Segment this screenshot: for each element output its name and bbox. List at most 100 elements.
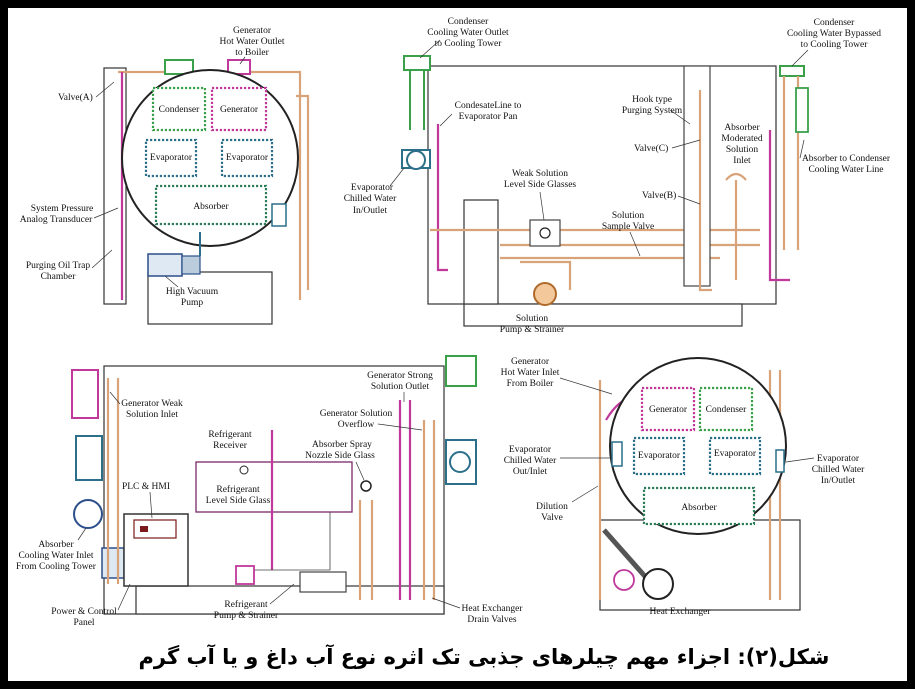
tr-left-leg [463, 199, 499, 305]
view-top-left: Condenser Generator Evaporator Evaporato… [20, 26, 310, 325]
bl-spray-1: Absorber Spray [312, 440, 372, 450]
br-evap-nozzle-right [775, 449, 785, 473]
tl-nozzle-right [271, 203, 287, 227]
tl-lead-gen [239, 56, 246, 65]
bl-gen-inlet-nozzle [71, 369, 99, 419]
tr-pipe-pump [520, 260, 572, 290]
tr-abs-mod-3: Solution [726, 145, 758, 155]
tl-lead-valve [95, 81, 115, 98]
br-evaporator-right-label: Evaporator [714, 449, 757, 459]
tr-lead-bypass [791, 49, 809, 67]
tr-bypass-2: Cooling Water Bypassed [787, 29, 881, 39]
bl-chilled-flange [449, 451, 471, 473]
bl-ref-glass-window [239, 465, 249, 475]
tr-evap-flange [406, 150, 426, 170]
tl-oil-1: Purging Oil Trap [26, 261, 90, 271]
bl-receiver-2: Receiver [213, 441, 248, 451]
tr-pipe-hook [698, 90, 712, 292]
bl-lead-weak [109, 391, 121, 405]
bl-refpump-1: Refrigerant [224, 599, 268, 610]
tl-evaporator-right-label: Evaporator [226, 153, 269, 163]
br-evaporator-left-box [632, 436, 686, 476]
tr-pipe-absorber-mod [725, 172, 747, 280]
tr-lead-abs-cond [799, 139, 805, 159]
tr-bypass-outlet [779, 65, 805, 77]
br-lead-gen-inlet [559, 377, 613, 395]
br-heat-exchanger [642, 568, 674, 600]
tr-solpump-1: Solution [516, 314, 548, 324]
tr-cond-out-2: Cooling Water Outlet [427, 28, 509, 38]
bl-overflow-1: Generator Solution [320, 409, 393, 419]
bl-refpump-2: Pump & Strainer [214, 611, 279, 621]
br-evap-right-1: Evaporator [817, 454, 860, 464]
tr-lead-weak [539, 191, 545, 221]
bl-refglass-1: Refrigerant [216, 484, 260, 495]
bl-ref-receiver [195, 461, 353, 513]
bl-plc-label: PLC & HMI [122, 482, 170, 492]
tr-hook-purge [683, 65, 711, 287]
tr-abs-cond-1: Absorber to Condenser [802, 154, 891, 164]
bl-gen-weak-2: Solution Inlet [126, 410, 178, 420]
tr-weak-2: Level Side Glasses [504, 180, 577, 190]
tl-condenser-label: Condenser [159, 105, 200, 115]
br-condenser-label: Condenser [706, 405, 747, 415]
tr-evap-2: Chilled Water [344, 194, 397, 204]
tr-weak-1: Weak Solution [512, 169, 568, 179]
tr-cond-header [795, 87, 809, 133]
tr-lead-cond-out [419, 39, 441, 59]
tl-condenser-nozzle [164, 59, 194, 75]
bl-hxdrain-2: Drain Valves [467, 615, 516, 625]
br-absorber-label: Absorber [681, 503, 717, 513]
tl-pressure-2: Analog Transducer [20, 215, 93, 225]
bl-pipe-ref-low [240, 512, 331, 571]
bl-ref-strainer [299, 571, 347, 593]
tr-sample-1: Solution [612, 211, 644, 221]
tr-abs-mod-1: Absorber [724, 123, 760, 133]
bl-overflow-2: Overflow [338, 419, 375, 430]
bl-lead-plc [149, 491, 153, 519]
br-evap-nozzle-left [611, 441, 623, 467]
bl-pipes-mid [358, 500, 374, 600]
tr-pipe-right [768, 130, 790, 282]
br-gen-inlet-3: From Boiler [507, 379, 555, 389]
bl-spray-2: Nozzle Side Glass [305, 451, 375, 461]
tr-condensate-1: CondesateLine to [455, 101, 522, 111]
tl-vacuum-motor [181, 255, 201, 275]
bl-hxdrain-1: Heat Exchanger [462, 604, 524, 614]
bl-plc-screen [140, 526, 148, 532]
br-lead-evap-right [785, 457, 815, 463]
bl-power-1: Power & Control [51, 607, 117, 617]
bl-gen-weak-1: Generator Weak [121, 399, 183, 409]
tr-lead-evap [389, 167, 405, 187]
tl-valve-a: Valve(A) [58, 92, 93, 103]
tr-bypass-1: Condenser [814, 18, 855, 28]
bl-pipes-left [106, 378, 120, 584]
br-dilution-2: Valve [541, 513, 563, 523]
bl-spray-glass [360, 480, 372, 492]
br-evap-out-1: Evaporator [509, 445, 552, 455]
tr-lead-condensate [439, 113, 453, 127]
bl-abs-inlet-2: Cooling Water Inlet [18, 551, 93, 561]
bl-ref-pump [235, 565, 255, 585]
bl-gen-strong-1: Generator Strong [367, 371, 433, 381]
br-evap-right-3: In/Outlet [821, 476, 856, 486]
view-bottom-left: Generator Weak Solution Inlet Generator … [16, 355, 524, 628]
tr-solpump-2: Pump & Strainer [500, 325, 565, 335]
bl-abs-inlet-1: Absorber [38, 540, 74, 550]
tl-lead-vac [164, 275, 179, 288]
tr-bypass-3: to Cooling Tower [801, 40, 869, 50]
tr-cond-out-1: Condenser [448, 17, 489, 27]
tl-lead-oil [91, 249, 113, 269]
tr-hook-1: Hook type [632, 95, 672, 105]
tl-gen-outlet-1: Generator [233, 26, 272, 36]
tr-valve-b: Valve(B) [642, 190, 676, 201]
chiller-diagram: Condenser Generator Evaporator Evaporato… [16, 17, 891, 669]
tl-lead-pressure [93, 207, 119, 219]
bl-gen-strong-2: Solution Outlet [371, 382, 430, 392]
tl-pipe-right [296, 94, 310, 290]
figure-panel: Condenser Generator Evaporator Evaporato… [8, 8, 907, 681]
br-hx-pipe [602, 528, 652, 584]
bl-lead-hxdrain [431, 597, 461, 609]
tl-generator-box [210, 86, 268, 132]
